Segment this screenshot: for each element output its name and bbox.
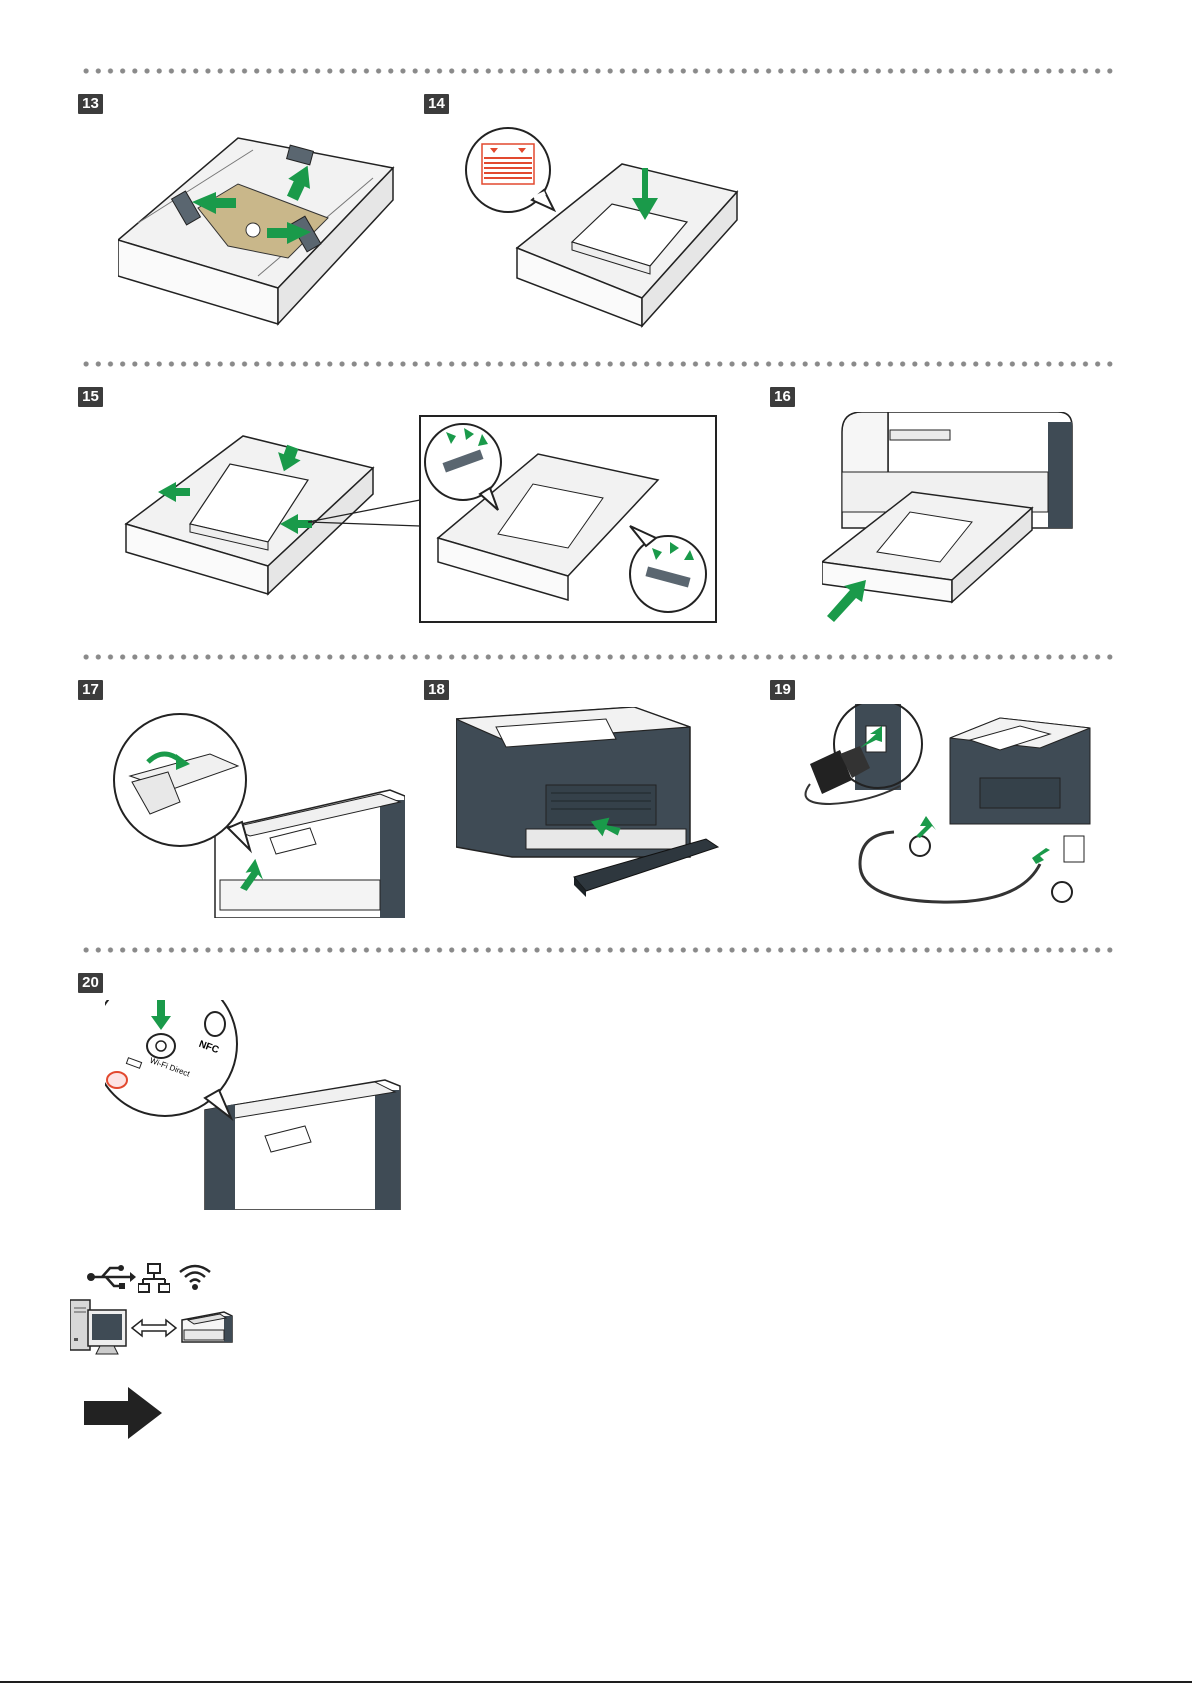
section-separator <box>80 67 1115 75</box>
step-18-illustration <box>456 707 726 897</box>
section-separator <box>80 360 1115 368</box>
network-icon <box>138 1262 170 1294</box>
section-separator <box>80 653 1115 661</box>
step-14-illustration <box>462 118 742 328</box>
step-17-illustration <box>110 710 405 918</box>
step-13-badge: 13 <box>78 94 103 114</box>
step-20-illustration: NFC Wi-Fi Direct <box>105 1000 405 1210</box>
step-15-badge: 15 <box>78 387 103 407</box>
step-14-badge: 14 <box>424 94 449 114</box>
step-18-badge: 18 <box>424 680 449 700</box>
step-19-badge: 19 <box>770 680 795 700</box>
step-19-illustration <box>800 704 1100 914</box>
computer-icon <box>70 1298 132 1356</box>
step-15-illustration <box>118 414 718 624</box>
step-20-badge: 20 <box>78 973 103 993</box>
section-separator <box>80 946 1115 954</box>
step-17-badge: 17 <box>78 680 103 700</box>
bidirectional-arrow-icon <box>130 1318 178 1338</box>
step-16-badge: 16 <box>770 387 795 407</box>
step-16-illustration <box>822 412 1080 622</box>
next-page-arrow-icon <box>84 1387 164 1439</box>
usb-icon <box>86 1262 136 1292</box>
footer-rule <box>0 1681 1192 1683</box>
step-13-illustration <box>118 128 398 328</box>
printer-icon <box>178 1308 234 1348</box>
wifi-icon <box>178 1262 212 1292</box>
